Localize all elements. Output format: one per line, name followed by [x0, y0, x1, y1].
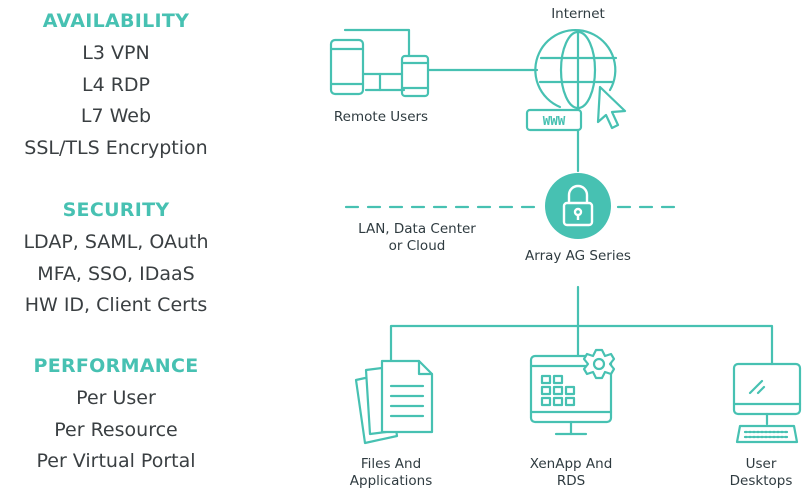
availability-item: L4 RDP [81, 73, 150, 96]
security-item: MFA, SSO, IDaaS [37, 262, 195, 285]
performance-item: Per Resource [54, 418, 178, 441]
xenapp-label-line2: RDS [556, 473, 586, 489]
availability-item: L7 Web [80, 105, 152, 127]
performance-section: PERFORMANCE Per User Per Resource Per Vi… [0, 355, 232, 478]
availability-title: AVAILABILITY [42, 10, 190, 32]
globe-icon [525, 28, 627, 132]
array-ag-label: Array AG Series [525, 248, 631, 264]
security-item: LDAP, SAML, OAuth [23, 231, 209, 253]
lan-label-line2: or Cloud [388, 238, 446, 254]
user-desktops-label-line2: Desktops [729, 473, 793, 489]
xenapp-label-line1: XenApp And [529, 456, 613, 472]
lock-icon [562, 184, 594, 227]
files-icon [354, 359, 434, 445]
availability-item: L3 VPN [82, 42, 150, 64]
internet-label: Internet [551, 6, 605, 22]
array-gateway-icon [545, 173, 611, 239]
security-item: HW ID, Client Certs [24, 294, 208, 316]
distribution-bus [389, 324, 774, 366]
lan-label: LAN, Data Center or Cloud [344, 221, 490, 255]
www-label: WWW [543, 113, 566, 128]
remote-users-icon [329, 28, 430, 98]
user-desktops-label-line1: User [745, 456, 777, 472]
files-label: Files And Applications [331, 456, 451, 490]
files-label-line2: Applications [349, 473, 433, 489]
security-section: SECURITY LDAP, SAML, OAuth MFA, SSO, IDa… [0, 199, 232, 322]
user-desktop-icon [732, 362, 802, 444]
lan-label-line1: LAN, Data Center [358, 221, 476, 237]
performance-item: Per User [76, 387, 156, 409]
remote-users-label: Remote Users [333, 109, 429, 125]
xenapp-icon [529, 348, 616, 436]
availability-section: AVAILABILITY L3 VPN L4 RDP L7 Web SSL/TL… [0, 10, 232, 164]
performance-item: Per Virtual Portal [36, 450, 196, 472]
security-title: SECURITY [62, 199, 170, 221]
performance-title: PERFORMANCE [33, 355, 199, 377]
user-desktops-label: User Desktops [720, 456, 802, 490]
availability-item: SSL/TLS Encryption [24, 136, 208, 159]
files-label-line1: Files And [360, 456, 422, 472]
xenapp-label: XenApp And RDS [515, 456, 627, 490]
